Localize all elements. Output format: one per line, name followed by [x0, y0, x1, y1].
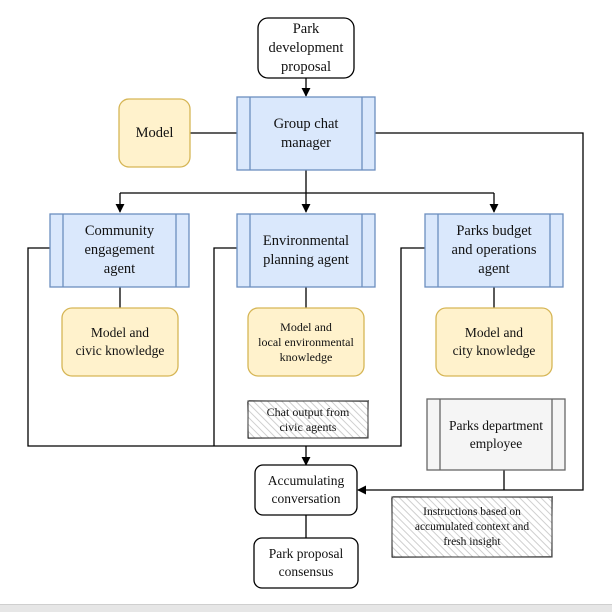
proposal-node — [257, 17, 355, 79]
conversation-label: Accumulating conversation — [267, 473, 345, 506]
instructions-note — [391, 495, 553, 558]
employee-node — [426, 398, 566, 471]
edge-community-output — [27, 247, 304, 447]
edge-budget-output — [304, 247, 425, 447]
instructions-note-label: Instructions based on accumulated contex… — [414, 505, 530, 548]
city-model-node — [435, 307, 553, 377]
chat-output-note — [247, 399, 369, 439]
model-label: Model — [135, 124, 174, 141]
model-node — [118, 98, 191, 168]
employee-label: Parks department employee — [448, 417, 544, 451]
proposal-label: Park development proposal — [268, 20, 344, 75]
consensus-label: Park proposal consensus — [268, 546, 344, 579]
community-agent-node — [49, 213, 190, 288]
community-agent-label: Community engagement agent — [84, 223, 155, 277]
civic-model-label: Model and civic knowledge — [75, 325, 165, 358]
env-model-label: Model and local environmental knowledge — [258, 319, 354, 364]
manager-node — [236, 96, 376, 171]
civic-model-node — [61, 307, 179, 377]
environment-agent-label: Environmental planning agent — [262, 232, 350, 268]
budget-agent-node — [424, 213, 564, 288]
environment-agent-node — [236, 213, 376, 288]
chat-output-note-label: Chat output from civic agents — [266, 404, 350, 434]
bottom-scroll-edge — [0, 604, 612, 612]
edge-manager-split — [120, 170, 494, 194]
edge-manager-feedback — [357, 132, 584, 495]
manager-label: Group chat manager — [273, 115, 339, 151]
connectors — [27, 78, 584, 538]
city-model-label: Model and city knowledge — [452, 325, 536, 358]
conversation-node — [254, 464, 358, 516]
budget-agent-label: Parks budget and operations agent — [451, 223, 537, 277]
edge-environment-output — [213, 247, 237, 446]
env-model-node — [247, 307, 365, 377]
consensus-node — [253, 537, 359, 589]
